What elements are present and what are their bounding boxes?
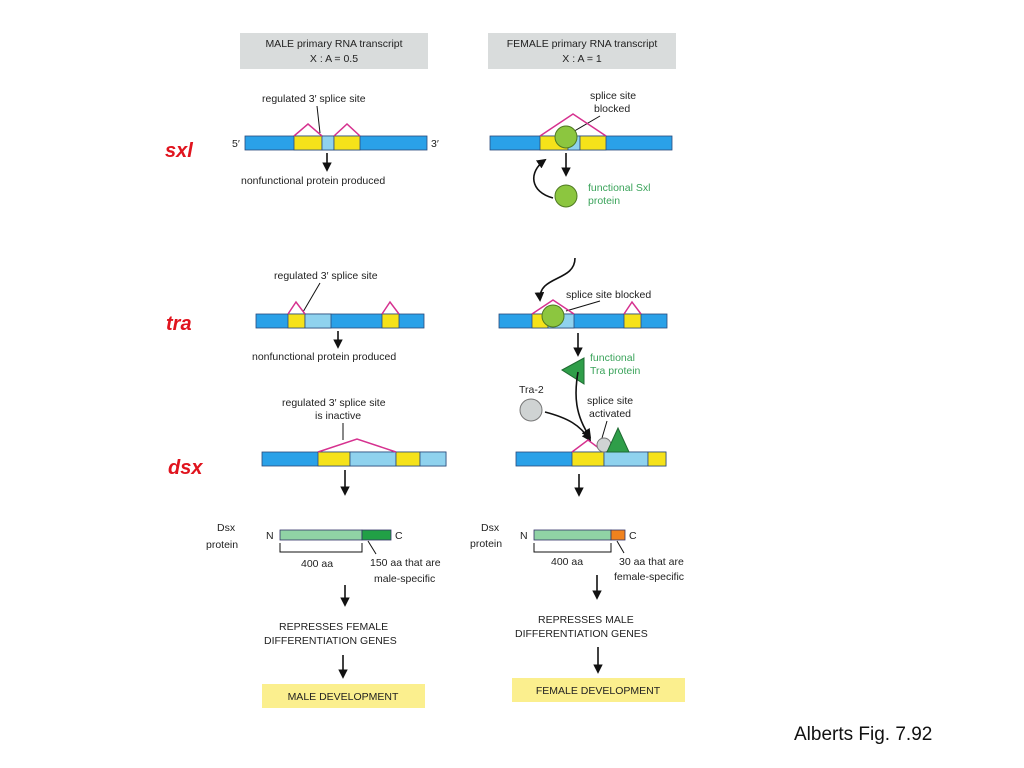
- female-specific-2: female-specific: [614, 571, 684, 583]
- female-outcome: REPRESSES MALE DIFFERENTIATION GENES FEM…: [512, 614, 685, 702]
- female-development-label: FEMALE DEVELOPMENT: [536, 685, 661, 697]
- male-specific-1: 150 aa that are: [370, 557, 441, 569]
- sxl-male-splice-label: regulated 3′ splice site: [262, 93, 366, 105]
- male-protein-name-1: Dsx: [217, 522, 236, 534]
- male-represses-2: DIFFERENTIATION GENES: [264, 635, 397, 647]
- male-protein-name-2: protein: [206, 539, 238, 551]
- female-c-terminus: C: [629, 530, 637, 542]
- male-length-label: 400 aa: [301, 558, 333, 570]
- female-specific-1: 30 aa that are: [619, 556, 684, 568]
- tra-male-result: nonfunctional protein produced: [252, 351, 396, 363]
- gene-label-sxl: sxl: [165, 140, 193, 162]
- female-header-title: FEMALE primary RNA transcript: [507, 38, 658, 50]
- sxl-female-result-1: functional Sxl: [588, 182, 650, 194]
- gene-label-tra: tra: [166, 313, 192, 335]
- tra-female-label: splice site blocked: [566, 289, 651, 301]
- male-represses-1: REPRESSES FEMALE: [279, 621, 388, 633]
- tra-female-transcript: splice site blocked functional Tra prote…: [498, 257, 668, 385]
- tra-male-splice-label: regulated 3′ splice site: [274, 270, 378, 282]
- female-protein-name-2: protein: [470, 538, 502, 550]
- male-specific-2: male-specific: [374, 573, 435, 585]
- female-n-terminus: N: [520, 530, 528, 542]
- male-outcome: REPRESSES FEMALE DIFFERENTIATION GENES M…: [262, 621, 425, 708]
- sxl-female-label-1: splice site: [590, 90, 636, 102]
- dsx-male-label-1: regulated 3′ splice site: [282, 397, 386, 409]
- sxl-female-result-2: protein: [588, 195, 620, 207]
- female-represses-2: DIFFERENTIATION GENES: [515, 628, 648, 640]
- tra2-label: Tra-2: [519, 384, 544, 396]
- female-represses-1: REPRESSES MALE: [538, 614, 634, 626]
- female-header-ratio: X : A = 1: [562, 53, 602, 65]
- sxl-five-prime: 5′: [232, 138, 240, 150]
- male-header-ratio: X : A = 0.5: [310, 53, 358, 65]
- figure-credit: Alberts Fig. 7.92: [794, 724, 932, 745]
- sxl-three-prime: 3′: [431, 138, 439, 150]
- tra-male-transcript: regulated 3′ splice site nonfunctional p…: [252, 270, 425, 363]
- sxl-female-transcript: splice site blocked functional Sxl prote…: [489, 90, 673, 208]
- female-dsx-protein: Dsx protein N C 400 aa 30 aa that are fe…: [470, 522, 684, 600]
- dsx-male-transcript: regulated 3′ splice site is inactive: [261, 397, 447, 496]
- tra-female-result-2: Tra protein: [590, 365, 641, 377]
- dsx-female-transcript: Tra-2 splice site activated: [515, 371, 667, 497]
- dsx-male-label-2: is inactive: [315, 410, 361, 422]
- female-protein-name-1: Dsx: [481, 522, 500, 534]
- dsx-female-label-2: activated: [589, 408, 631, 420]
- sxl-male-result: nonfunctional protein produced: [241, 175, 385, 187]
- gene-label-dsx: dsx: [168, 457, 203, 479]
- male-header: MALE primary RNA transcript X : A = 0.5: [240, 33, 428, 69]
- female-length-label: 400 aa: [551, 556, 583, 568]
- sxl-female-label-2: blocked: [594, 103, 630, 115]
- dsx-female-label-1: splice site: [587, 395, 633, 407]
- female-header: FEMALE primary RNA transcript X : A = 1: [488, 33, 676, 69]
- tra-female-result-1: functional: [590, 352, 635, 364]
- male-dsx-protein: Dsx protein N C 400 aa 150 aa that are m…: [206, 522, 441, 607]
- sxl-male-transcript: regulated 3′ splice site 5′ 3′ nonfuncti…: [232, 93, 439, 187]
- male-header-title: MALE primary RNA transcript: [265, 38, 402, 50]
- male-n-terminus: N: [266, 530, 274, 542]
- male-c-terminus: C: [395, 530, 403, 542]
- male-development-label: MALE DEVELOPMENT: [288, 691, 399, 703]
